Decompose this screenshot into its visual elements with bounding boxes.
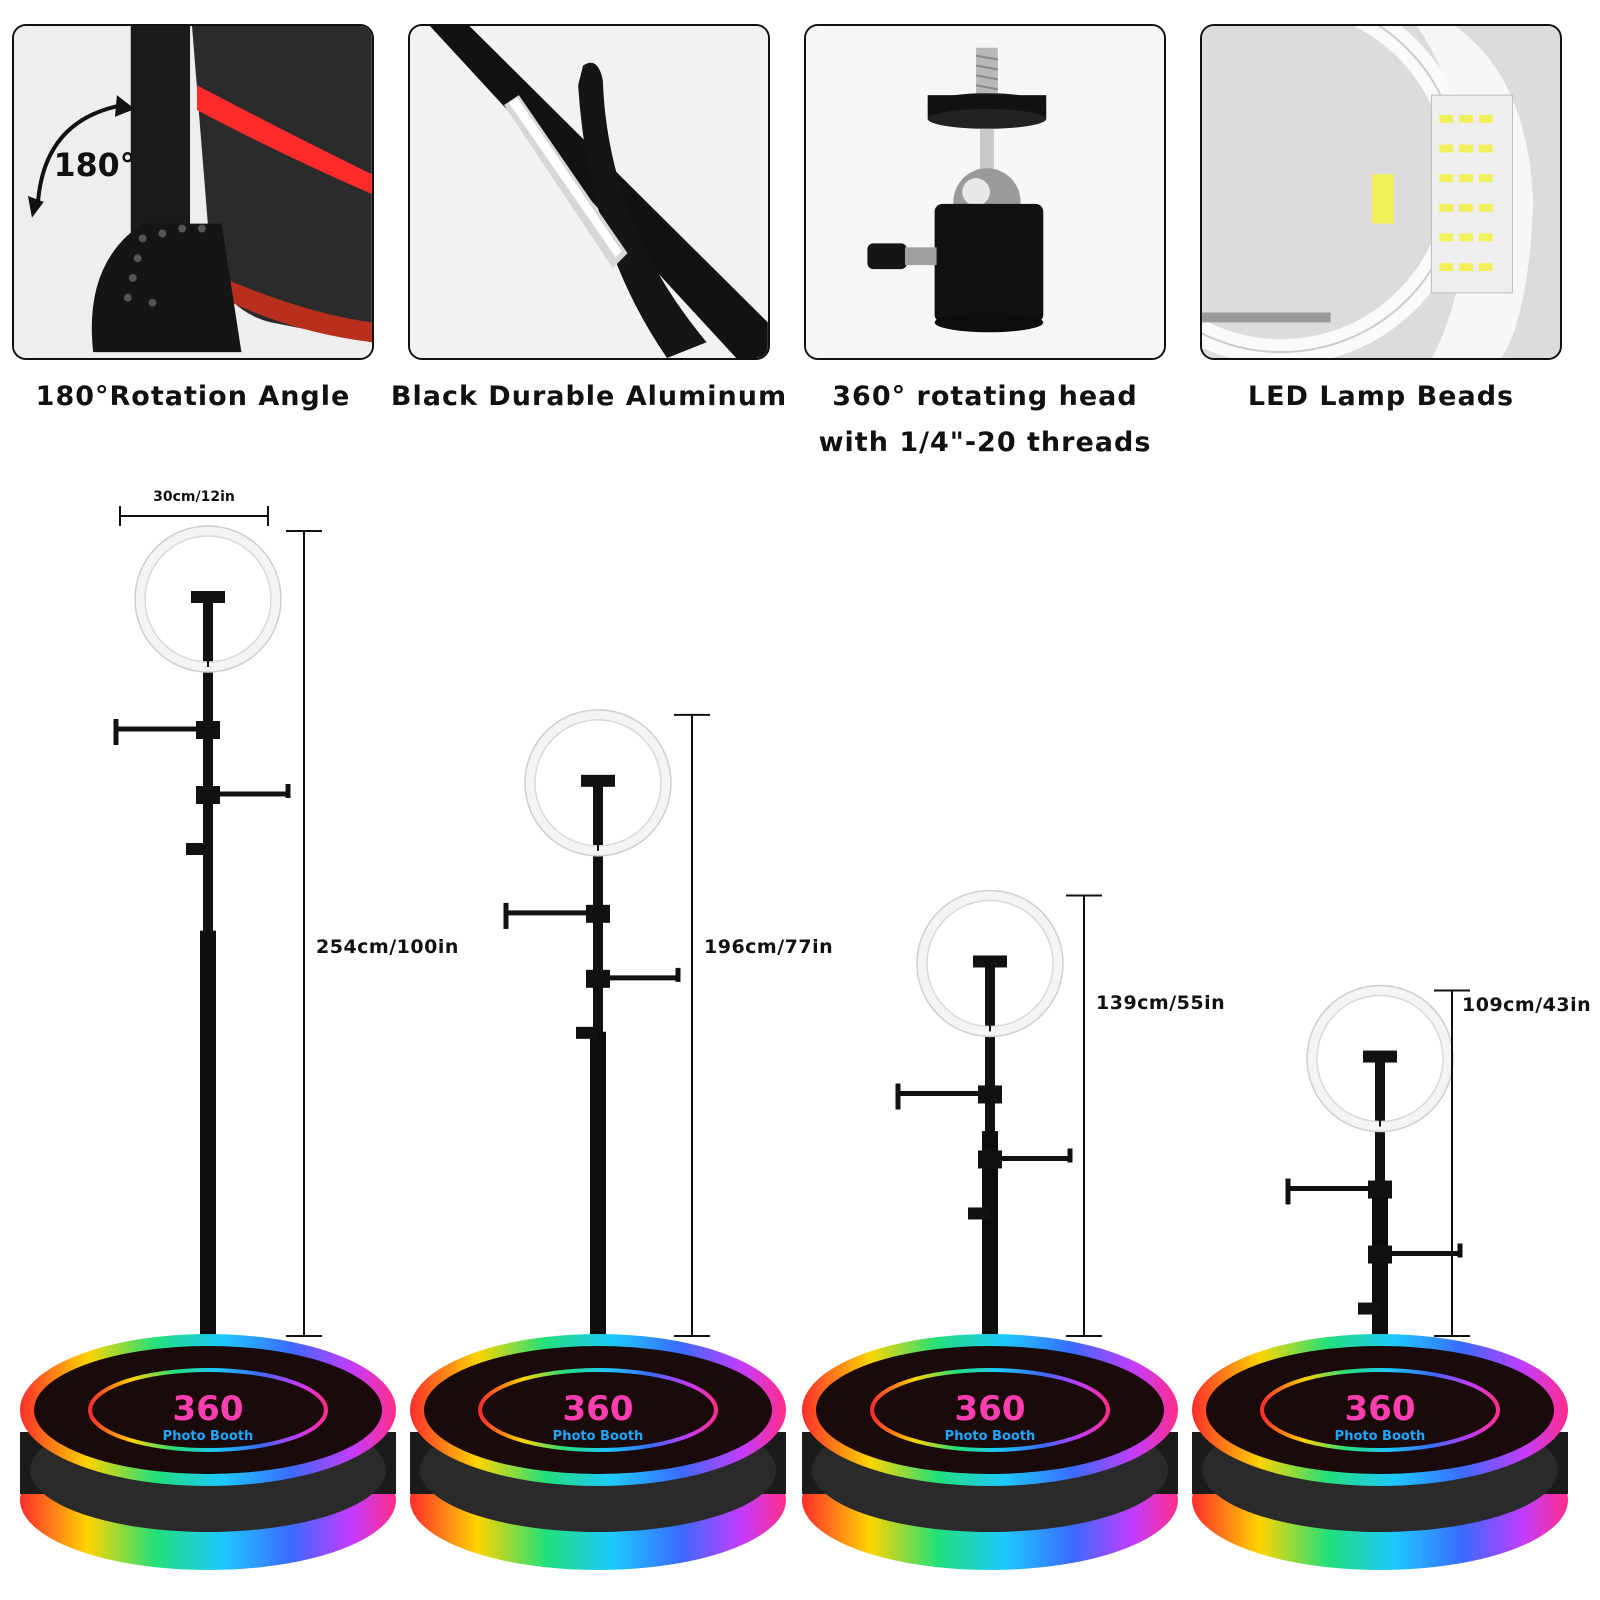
platform-logo-text-1: Photo Booth (163, 1429, 254, 1444)
phone-holder-left-2 (503, 902, 598, 929)
rotation-angle-label: 180° (54, 148, 136, 184)
platform-logo-text-3: Photo Booth (945, 1429, 1036, 1444)
phone-holder-left-3 (895, 1083, 990, 1110)
led-ring-icon (1202, 26, 1560, 358)
pole-knob-2 (576, 1026, 598, 1039)
platform-logo-number-4: 360 (1345, 1389, 1416, 1429)
pole-knob-1 (186, 843, 208, 855)
phone-holder-left-1 (113, 719, 208, 745)
phone-clip-4 (1363, 1050, 1397, 1063)
rotation-arrow-icon: 180° (14, 26, 372, 358)
platform-logo-number-1: 360 (173, 1389, 244, 1429)
feature-card-rotation: 180° (12, 24, 374, 360)
feature-card-aluminum (408, 24, 770, 360)
height-label-3: 139cm/55in (1096, 992, 1226, 1014)
phone-clip-3 (973, 955, 1007, 968)
pole-knob-4 (1358, 1302, 1380, 1315)
platform-logo-text-4: Photo Booth (1335, 1429, 1426, 1444)
ball-head-icon (806, 26, 1164, 358)
caption-aluminum: Black Durable Aluminum (390, 381, 788, 412)
platform-logo-number-2: 360 (563, 1389, 634, 1429)
phone-holder-right-3 (990, 1148, 1073, 1163)
aluminum-tube-icon (410, 26, 768, 358)
caption-rotating-head: 360° rotating head with 1/4"-20 threads (818, 381, 1152, 458)
feature-card-ball-head (804, 24, 1166, 360)
height-label-1: 254cm/100in (316, 936, 459, 958)
feature-card-led (1200, 24, 1562, 360)
phone-clip-1 (191, 591, 225, 603)
phone-holder-right-2 (598, 967, 681, 982)
platform-logo-text-2: Photo Booth (553, 1429, 644, 1444)
phone-holder-right-4 (1380, 1243, 1463, 1258)
ring-width-dimension (119, 506, 269, 526)
ring-width-label: 30cm/12in (153, 489, 235, 505)
phone-clip-2 (581, 774, 615, 787)
height-label-2: 196cm/77in (704, 936, 834, 958)
platform-logo-number-3: 360 (955, 1389, 1026, 1429)
caption-rotation-angle: 180°Rotation Angle (35, 381, 351, 412)
phone-holder-left-4 (1285, 1178, 1380, 1205)
pole-knob-3 (968, 1207, 990, 1220)
height-label-4: 109cm/43in (1462, 994, 1592, 1016)
phone-holder-right-1 (208, 784, 291, 798)
caption-led-beads: LED Lamp Beads (1247, 381, 1515, 412)
